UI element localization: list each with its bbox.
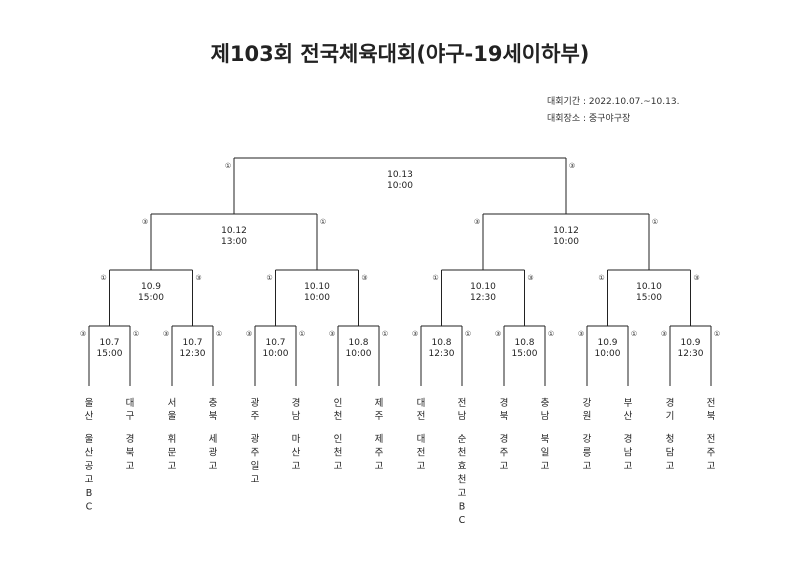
match-date: 10.9 <box>141 282 161 292</box>
score-mark-left: ① <box>225 162 231 170</box>
match-date: 10.12 <box>221 226 247 236</box>
match-time: 15:00 <box>97 349 123 359</box>
score-mark-left: ③ <box>142 218 148 226</box>
match-date: 10.10 <box>470 282 496 292</box>
score-mark-left: ③ <box>329 330 335 338</box>
match-date: 10.7 <box>182 338 202 348</box>
score-mark-left: ① <box>100 274 106 282</box>
score-mark-right: ③ <box>195 274 201 282</box>
score-mark-left: ③ <box>495 330 501 338</box>
score-mark-left: ③ <box>661 330 667 338</box>
score-mark-left: ③ <box>80 330 86 338</box>
score-mark-left: ① <box>266 274 272 282</box>
tournament-period: 대회기간 : 2022.10.07.~10.13. <box>547 97 680 107</box>
score-mark-right: ③ <box>361 274 367 282</box>
score-mark-right: ① <box>216 330 222 338</box>
match-time: 15:00 <box>138 293 164 303</box>
match-date: 10.13 <box>387 170 413 180</box>
match-time: 13:00 <box>221 237 247 247</box>
match-date: 10.10 <box>636 282 662 292</box>
score-mark-right: ① <box>548 330 554 338</box>
score-mark-right: ① <box>652 218 658 226</box>
score-mark-right: ① <box>714 330 720 338</box>
score-mark-right: ① <box>320 218 326 226</box>
score-mark-right: ③ <box>527 274 533 282</box>
match-time: 10:00 <box>304 293 330 303</box>
match-time: 12:30 <box>678 349 704 359</box>
score-mark-right: ① <box>465 330 471 338</box>
match-date: 10.7 <box>99 338 119 348</box>
score-mark-right: ① <box>299 330 305 338</box>
match-time: 10:00 <box>263 349 289 359</box>
match-time: 10:00 <box>346 349 372 359</box>
match-time: 12:30 <box>429 349 455 359</box>
match-date: 10.8 <box>514 338 534 348</box>
match-date: 10.12 <box>553 226 579 236</box>
match-time: 15:00 <box>512 349 538 359</box>
score-mark-right: ③ <box>693 274 699 282</box>
match-date: 10.7 <box>265 338 285 348</box>
score-mark-left: ③ <box>246 330 252 338</box>
match-date: 10.8 <box>348 338 368 348</box>
match-time: 10:00 <box>553 237 579 247</box>
score-mark-right: ① <box>133 330 139 338</box>
score-mark-right: ① <box>631 330 637 338</box>
match-date: 10.9 <box>680 338 700 348</box>
tournament-venue: 대회장소 : 중구야구장 <box>547 114 631 124</box>
score-mark-left: ① <box>598 274 604 282</box>
match-time: 12:30 <box>470 293 496 303</box>
match-date: 10.8 <box>431 338 451 348</box>
match-time: 15:00 <box>636 293 662 303</box>
match-time: 10:00 <box>387 181 413 191</box>
score-mark-left: ③ <box>474 218 480 226</box>
score-mark-left: ③ <box>578 330 584 338</box>
score-mark-left: ③ <box>163 330 169 338</box>
match-time: 12:30 <box>180 349 206 359</box>
match-time: 10:00 <box>595 349 621 359</box>
score-mark-left: ① <box>432 274 438 282</box>
page-title: 제103회 전국체육대회(야구-19세이하부) <box>210 42 590 66</box>
score-mark-right: ① <box>382 330 388 338</box>
score-mark-left: ③ <box>412 330 418 338</box>
score-mark-right: ③ <box>569 162 575 170</box>
match-date: 10.9 <box>597 338 617 348</box>
match-date: 10.10 <box>304 282 330 292</box>
